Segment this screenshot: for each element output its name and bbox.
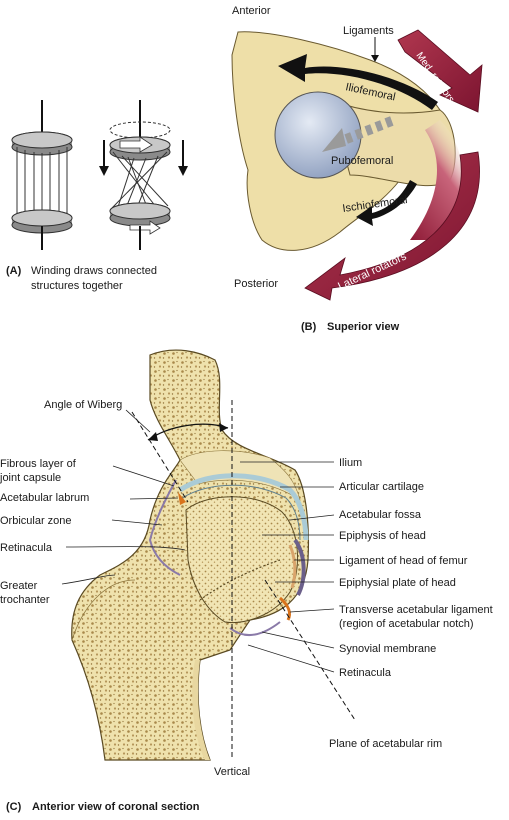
transverse-ligament: [278, 596, 292, 621]
label-retinacula-left: Retinacula: [0, 542, 53, 554]
muscle-fade: [410, 120, 463, 240]
label-acetabular-notch: (region of acetabular notch): [339, 618, 474, 630]
med-rotators-arrow: [397, 29, 483, 113]
label-plane-of-acetabular-rim: Plane of acetabular rim: [329, 738, 442, 750]
untwisted-cylinder: [11, 100, 73, 250]
label-greater: Greater: [0, 580, 38, 592]
label-fibrous-layer-1: Fibrous layer of: [0, 458, 77, 470]
anterior-label: Anterior: [232, 5, 271, 17]
panel-a-caption-line1: Winding draws connected: [31, 265, 157, 277]
label-angle-of-wiberg: Angle of Wiberg: [44, 399, 122, 411]
pubofemoral-arrow: [322, 116, 394, 152]
acetabular-rim-plane: [264, 579, 356, 721]
wiberg-line: [131, 411, 189, 503]
panel-c-caption-text: Anterior view of coronal section: [32, 801, 200, 813]
acetabular-fossa: [293, 538, 306, 596]
twisted-cylinder: [99, 100, 188, 250]
label-ilium: Ilium: [339, 457, 362, 469]
panel-b-caption-tag: (B): [301, 321, 317, 333]
label-ligament-of-head: Ligament of head of femur: [339, 555, 468, 567]
label-epiphysis-of-head: Epiphysis of head: [339, 530, 426, 542]
acetabular-labrum: [178, 492, 186, 505]
label-synovial-membrane: Synovial membrane: [339, 643, 436, 655]
label-trochanter: trochanter: [0, 594, 50, 606]
label-articular-cartilage: Articular cartilage: [339, 481, 424, 493]
joint-capsule: [148, 479, 181, 576]
posterior-label: Posterior: [234, 278, 278, 290]
label-retinacula-right: Retinacula: [339, 667, 392, 679]
label-transverse-ligament: Transverse acetabular ligament: [339, 604, 493, 616]
lateral-rotators-arrow: [304, 151, 480, 301]
left-leader-lines: [61, 409, 186, 585]
label-fibrous-layer-2: joint capsule: [0, 472, 61, 484]
label-vertical: Vertical: [214, 766, 250, 778]
pubofemoral-label: Pubofemoral: [331, 155, 393, 167]
panel-b-caption-text: Superior view: [327, 321, 400, 333]
ischiofemoral-arrow: [356, 180, 417, 226]
label-orbicular-zone: Orbicular zone: [0, 515, 72, 527]
panel-c-illustration: [71, 349, 356, 761]
panel-b-illustration: [231, 29, 483, 301]
label-acetabular-fossa: Acetabular fossa: [339, 509, 422, 521]
ligaments-label: Ligaments: [343, 25, 394, 37]
label-epiphysial-plate: Epiphysial plate of head: [339, 577, 456, 589]
panel-c-caption-tag: (C): [6, 801, 22, 813]
panel-a-illustration: [11, 100, 188, 250]
articular-cartilage: [178, 473, 309, 541]
epiphysial-plate: [199, 559, 281, 601]
right-leader-lines: [240, 461, 335, 673]
panel-a-caption-tag: (A): [6, 265, 22, 277]
panel-a-caption-line2: structures together: [31, 280, 123, 292]
iliofemoral-arrow: [278, 54, 438, 110]
label-acetabular-labrum: Acetabular labrum: [0, 492, 89, 504]
